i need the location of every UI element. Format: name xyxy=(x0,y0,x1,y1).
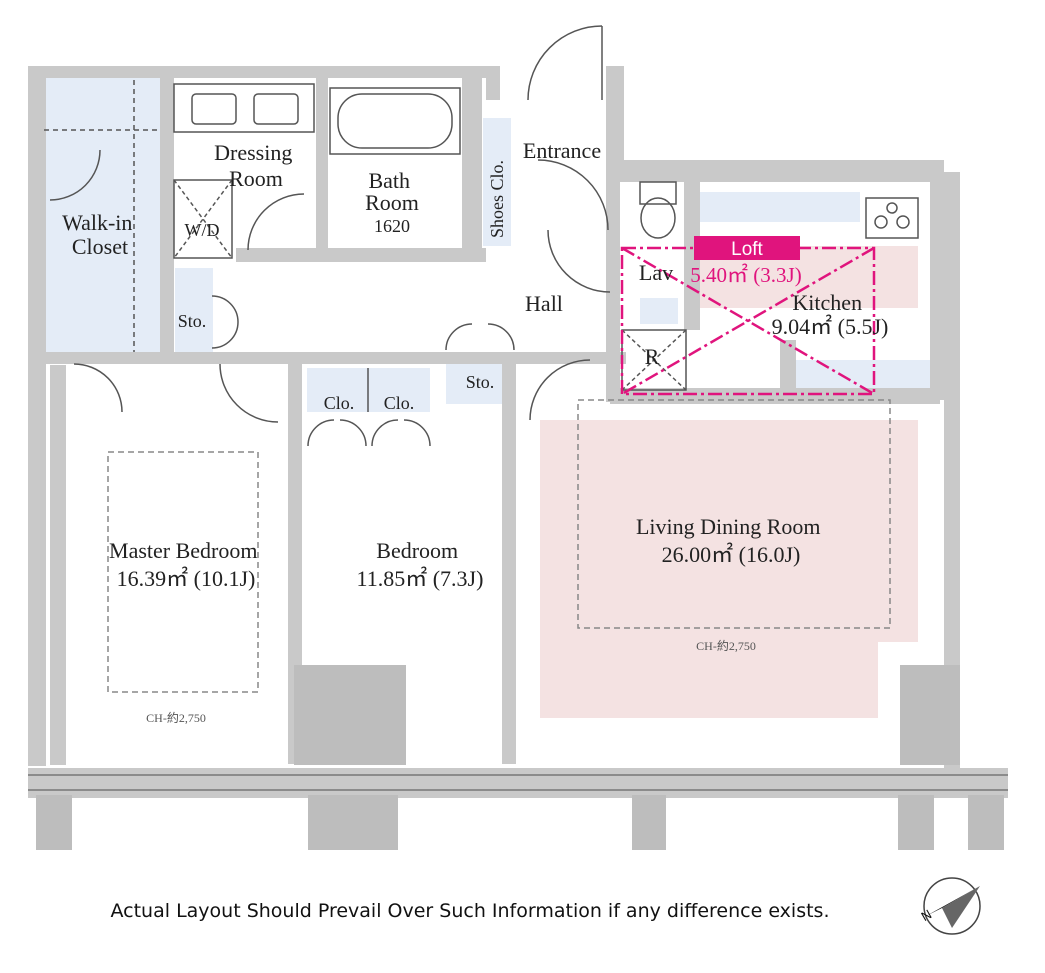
closet-1-label: Clo. xyxy=(324,393,355,413)
dressing-room-label: Dressing Room xyxy=(214,140,298,191)
lav-cabinet xyxy=(640,298,678,324)
master-bedroom-label: Master Bedroom 16.39㎡ (10.1J) xyxy=(109,538,263,591)
refrigerator-label: R xyxy=(645,344,660,369)
disclaimer-text: Actual Layout Should Prevail Over Such I… xyxy=(110,900,830,922)
balcony-rail xyxy=(28,774,1008,791)
lav-label: Lav xyxy=(639,260,673,285)
walk-in-closet-area xyxy=(46,77,164,353)
structural-columns xyxy=(36,665,1004,850)
exterior-walls xyxy=(28,66,1008,798)
loft-tag: Loft xyxy=(731,239,763,260)
washer-dryer-label: W/D xyxy=(185,220,220,240)
living-dining-label: Living Dining Room 26.00㎡ (16.0J) xyxy=(636,514,826,567)
living-floor-area xyxy=(540,420,918,718)
kitchen-counter-area xyxy=(700,192,860,222)
closet-2-label: Clo. xyxy=(384,393,415,413)
bath-size-label: 1620 xyxy=(374,216,410,236)
bedroom-label: Bedroom 11.85㎡ (7.3J) xyxy=(357,538,484,591)
left-storage-area xyxy=(175,268,213,352)
ceiling-height-master: CH-約2,750 xyxy=(146,710,206,725)
kitchen-lower-counter xyxy=(790,360,930,388)
bath-room-label: Bath Room xyxy=(365,168,419,215)
loft-area-label: 5.40㎡ (3.3J) xyxy=(690,263,801,287)
storage-left-label: Sto. xyxy=(178,311,207,331)
shoes-closet-area xyxy=(483,118,511,246)
entrance-label: Entrance xyxy=(523,138,601,163)
kitchen-label: Kitchen 9.04㎡ (5.5J) xyxy=(772,290,889,339)
north-arrow-icon: N xyxy=(919,877,981,935)
shoes-closet-label: Shoes Clo. xyxy=(487,160,507,238)
ceiling-height-living: CH-約2,750 xyxy=(696,638,756,653)
storage-hall-label: Sto. xyxy=(466,372,495,392)
walk-in-closet-label: Walk-in Closet xyxy=(62,210,138,259)
loft-tag-box xyxy=(694,236,800,260)
door-swings xyxy=(49,25,611,447)
hall-label: Hall xyxy=(525,291,563,316)
